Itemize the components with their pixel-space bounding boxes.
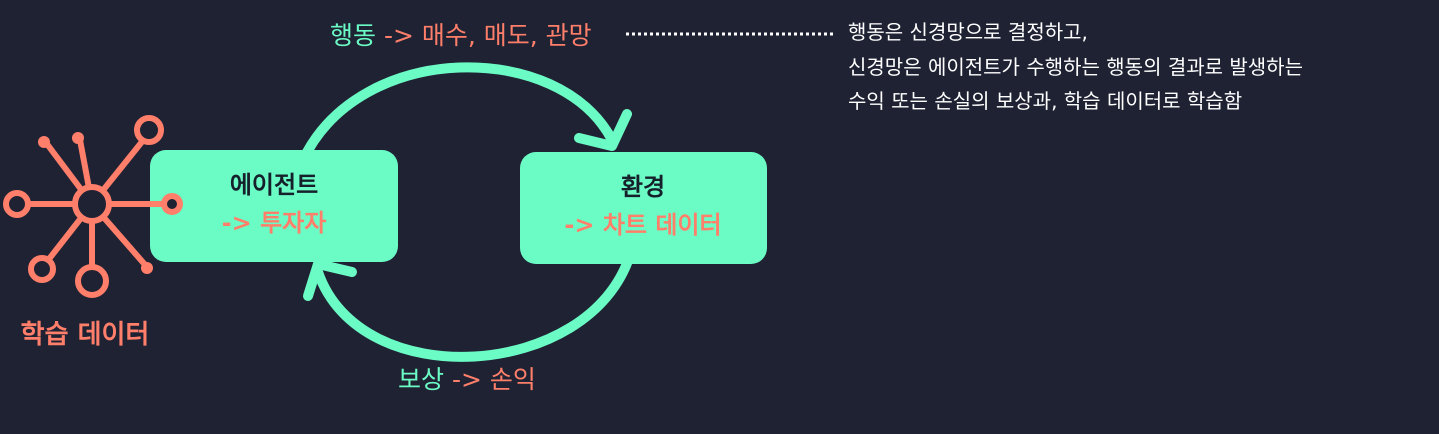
reward-label: 보상 -> 손익	[398, 365, 536, 394]
action-options: 매수, 매도, 관망	[422, 21, 592, 50]
environment-subtitle: -> 차트 데이터	[564, 211, 721, 239]
agent-title: 에이전트	[230, 171, 318, 199]
reward-arrowhead-icon	[303, 259, 357, 301]
action-arrowhead-icon	[574, 109, 632, 151]
action-arrow: ->	[376, 21, 422, 50]
note-line-1: 행동은 신경망으로 결정하고,	[848, 20, 1088, 44]
note-text: 행동은 신경망으로 결정하고, 신경망은 에이전트가 수행하는 행동의 결과로 …	[848, 20, 1309, 113]
note-line-2: 신경망은 에이전트가 수행하는 행동의 결과로 발생하는	[848, 55, 1303, 79]
action-arrow-arc	[298, 62, 617, 165]
reward-value: 손익	[490, 365, 536, 394]
reward-prefix: 보상	[398, 365, 444, 394]
training-data-label: 학습 데이터	[21, 320, 150, 350]
agent-subtitle: -> 투자자	[222, 209, 327, 237]
agent-box: 에이전트 -> 투자자	[150, 150, 398, 262]
environment-title: 환경	[621, 173, 665, 201]
action-prefix: 행동	[330, 21, 376, 50]
neural-network-icon	[3, 115, 183, 298]
action-label: 행동 -> 매수, 매도, 관망	[330, 21, 592, 50]
environment-box: 환경 -> 차트 데이터	[520, 152, 767, 264]
reward-arrow-arc	[313, 250, 635, 362]
note-line-3: 수익 또는 손실의 보상과, 학습 데이터로 학습함	[848, 89, 1242, 113]
reward-arrow: ->	[444, 365, 490, 394]
